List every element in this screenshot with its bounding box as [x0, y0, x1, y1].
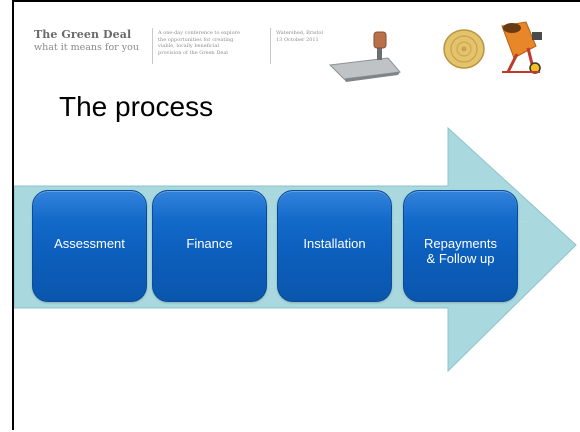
step-gloss [404, 191, 517, 221]
blurb-line: viable, locally beneficial [158, 43, 219, 49]
event-date: 13 October 2011 [276, 36, 319, 43]
event-details: Watershed, Bristol 13 October 2011 [276, 30, 323, 43]
brand-title: The Green Deal [34, 28, 132, 41]
blurb-line: A one-day conference to explore [158, 30, 240, 36]
step-label: Installation [303, 236, 366, 251]
step-label: Assessment [54, 236, 125, 251]
cement-mixer-icon [501, 21, 542, 74]
step-label: Repayments & Follow up [408, 236, 513, 266]
step-label: Finance [186, 236, 233, 251]
step-gloss [153, 191, 266, 221]
step-repayments: Repayments & Follow up [403, 190, 518, 302]
step-label-line: Repayments [424, 236, 497, 251]
conference-blurb: A one-day conference to explore the oppo… [158, 30, 240, 56]
slide: The Green Deal what it means for you A o… [12, 0, 580, 430]
hay-bale-icon [443, 29, 485, 69]
step-finance: Finance [152, 190, 267, 302]
step-gloss [33, 191, 146, 221]
trowel-icon [328, 31, 401, 82]
step-label-line: & Follow up [426, 251, 495, 266]
event-venue: Watershed, Bristol [276, 30, 324, 36]
blurb-line: provision of the Green Deal [158, 49, 228, 56]
slide-title: The process [59, 91, 214, 122]
brand-subtitle: what it means for you [34, 42, 139, 53]
blurb-line: the opportunities for creating [158, 36, 234, 43]
header-divider [152, 28, 153, 64]
header-divider [270, 28, 271, 64]
step-assessment: Assessment [32, 190, 147, 302]
step-installation: Installation [277, 190, 392, 302]
step-gloss [278, 191, 391, 221]
